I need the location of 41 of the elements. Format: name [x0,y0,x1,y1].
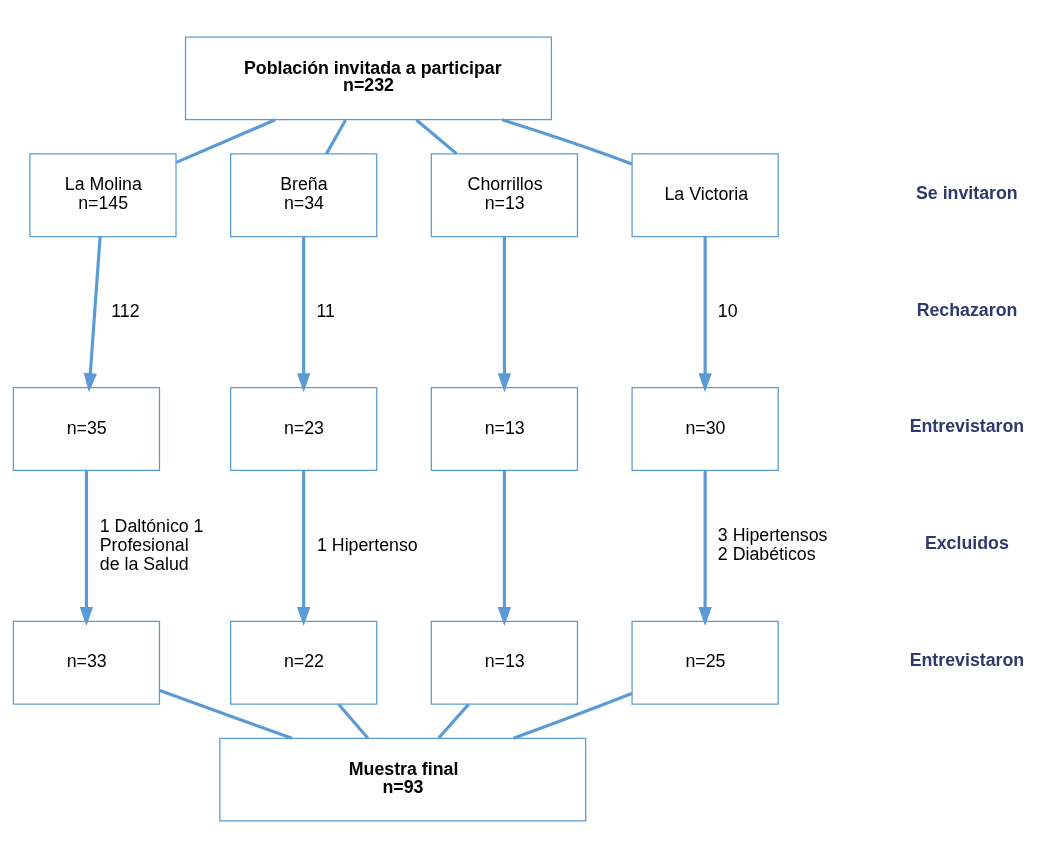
node-box: Chorrillos n=13 [430,152,579,237]
edge-label: 10 [717,300,738,321]
label: Rechazaron [916,299,1018,320]
node-box: La Victoria [631,152,779,237]
arrow [497,236,512,392]
node-box: n=25 [631,620,779,705]
connector [325,118,347,154]
node-box: n=13 [430,620,579,705]
arrow [79,470,94,626]
arrow [297,470,311,626]
arrow [698,236,712,392]
node-box: n=33 [12,620,161,705]
connector [501,117,633,166]
connector [513,691,633,740]
connector [175,117,276,164]
node-box: Breña n=34 [230,152,378,237]
node-box: Muestra final n=93 [219,737,587,822]
node-box: n=30 [631,386,779,471]
node-box: n=13 [430,386,579,471]
label: Excluidos [924,532,1009,553]
connector [437,702,470,739]
node-box: Población invitada a participar n=232 [184,35,553,120]
arrow [297,236,311,392]
label: Entrevistaron [909,415,1025,436]
arrow [83,236,102,392]
edge-label: 1 Hipertenso [317,534,418,555]
arrow [698,470,712,626]
node-box: n=23 [230,386,378,471]
node-box: n=22 [230,620,378,705]
connector [415,118,458,155]
node-box: n=35 [12,386,161,471]
connector [337,702,369,739]
edge-label: 3 Hipertensos 2 Diabéticos [717,524,828,564]
edge-label: 1 Daltónico 1 Profesional de la Salud [99,515,204,574]
label: Se invitaron [916,182,1018,203]
label: Entrevistaron [909,649,1025,670]
edge-label: 112 [111,300,140,321]
node-box: La Molina n=145 [29,152,177,237]
arrow [497,470,512,626]
connector [159,688,293,740]
edge-label: 11 [316,300,335,321]
